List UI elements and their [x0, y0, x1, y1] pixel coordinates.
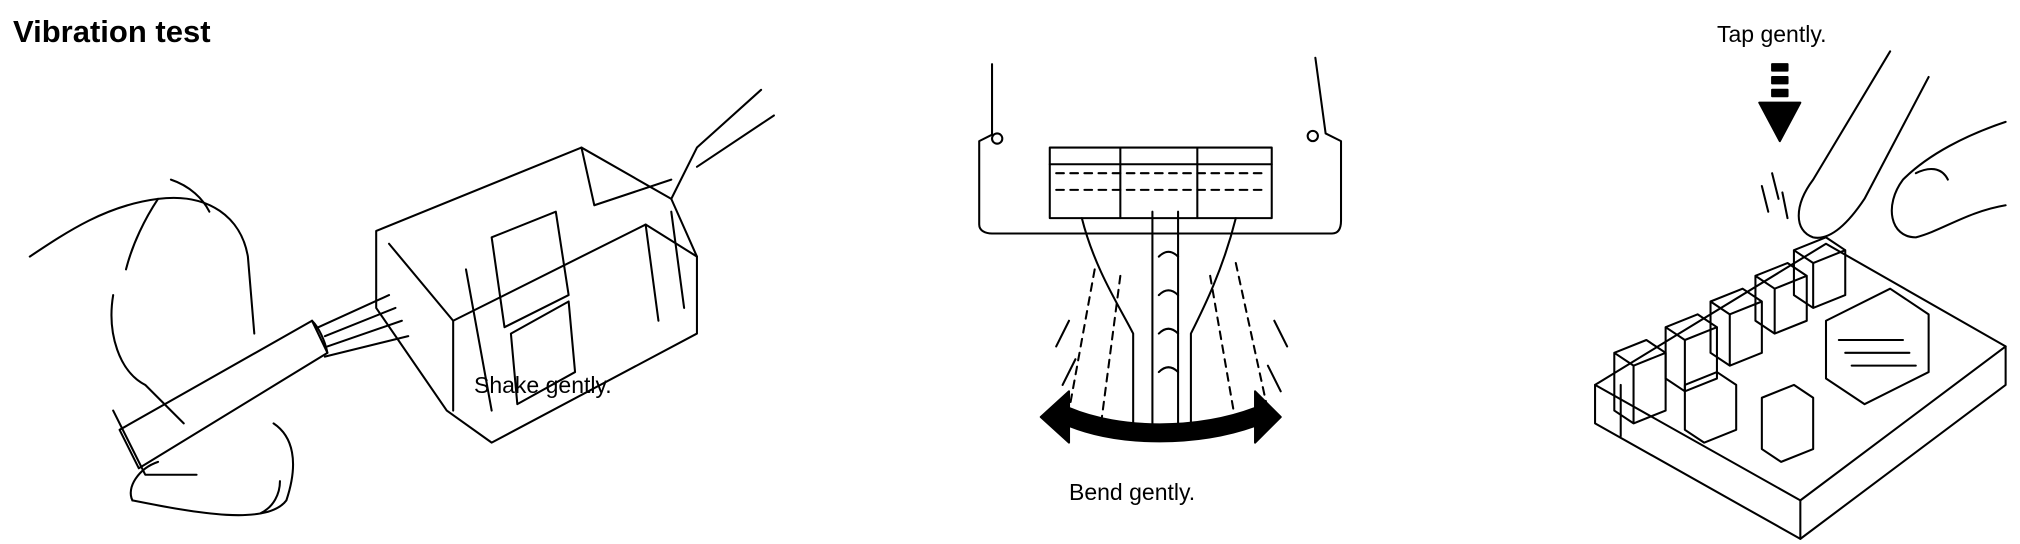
bending-harness-icon	[978, 56, 1343, 444]
caption-tap-gently: Tap gently.	[1717, 21, 1827, 47]
page-title: Vibration test	[13, 14, 211, 49]
hand-shaking-connector-icon	[28, 88, 775, 517]
relay-icon	[1613, 236, 1930, 463]
caption-bend-gently: Bend gently.	[1069, 479, 1196, 505]
finger-tapping-relay-box-icon	[1594, 50, 2007, 540]
caption-shake-gently: Shake gently.	[474, 372, 612, 398]
